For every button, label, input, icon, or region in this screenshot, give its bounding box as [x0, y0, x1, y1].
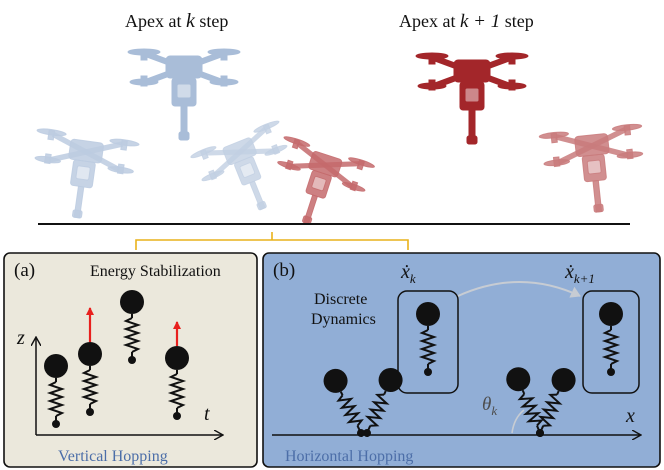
blue-drone-apex — [128, 49, 240, 140]
panel-a-title: Energy Stabilization — [90, 263, 221, 280]
state-k-box — [397, 290, 459, 394]
panel-a: (a) Energy Stabilization z t Vertical Ho… — [3, 252, 258, 468]
vertical-hopping-caption: Vertical Hopping — [58, 448, 168, 465]
state-k1-box — [582, 290, 640, 394]
svg-text:Apex at k + 1 step: Apex at k + 1 step — [399, 11, 534, 32]
apex-k-label: Apex at k step — [125, 10, 228, 32]
xdot-k1-label: ẋk+1 — [564, 261, 595, 286]
theta-arc — [511, 409, 525, 434]
horizontal-hopping-caption: Horizontal Hopping — [285, 448, 413, 465]
connector-bracket — [135, 232, 409, 250]
panel-b: (b) ẋk ẋk+1 Discrete Dynamics — [262, 252, 661, 468]
blue-drone-left — [26, 128, 140, 225]
z-axis-label: z — [16, 327, 25, 349]
panel-a-label: (a) — [14, 260, 35, 281]
panel-b-label: (b) — [273, 260, 295, 281]
discrete-dynamics-label: Discrete Dynamics — [311, 291, 376, 328]
red-drone-right — [539, 123, 650, 217]
apex-k1-label: Apex at k + 1 step — [399, 11, 534, 32]
x-axis-label: x — [625, 405, 635, 427]
t-axis-label: t — [204, 403, 210, 425]
red-drone-apex — [416, 53, 528, 144]
theta-k-label: θk — [482, 394, 497, 418]
blue-drone-landing — [190, 119, 307, 226]
transition-arrow — [457, 281, 581, 298]
xdot-k-label: ẋk — [400, 261, 416, 286]
svg-text:Apex at k step: Apex at k step — [125, 10, 228, 32]
